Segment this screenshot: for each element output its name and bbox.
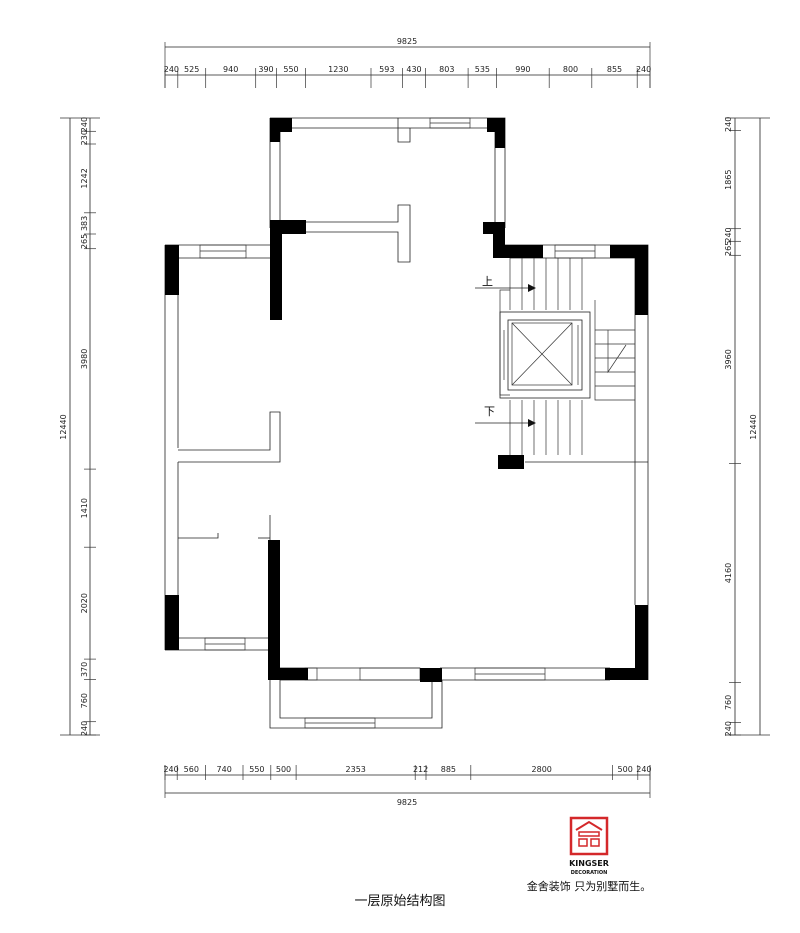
- right-dim-segment-label: 240: [724, 117, 733, 132]
- left-dim-segment-label: 2020: [80, 593, 89, 613]
- wall-outlines: [164, 117, 649, 729]
- bottom-dim-segment-label: 240: [163, 765, 178, 774]
- bottom-dim-segment-label: 550: [249, 765, 264, 774]
- top-total-label: 9825: [397, 37, 417, 46]
- right-dim-segment-label: 760: [724, 695, 733, 710]
- stair-up-label: 上: [482, 275, 493, 288]
- left-dim-segment-label: 265: [80, 234, 89, 249]
- top-dim-segment-label: 855: [607, 65, 622, 74]
- staircase: 上 下: [475, 258, 635, 455]
- bottom-dim-segment-label: 212: [413, 765, 428, 774]
- elevator-shaft: [499, 311, 591, 399]
- stair-down-label: 下: [484, 405, 495, 418]
- bottom-dim-segment-label: 2800: [532, 765, 552, 774]
- left-dim-segment-label: 240: [80, 721, 89, 736]
- top-dim-segment-label: 800: [563, 65, 578, 74]
- top-dim-segment-label: 593: [379, 65, 394, 74]
- right-dim-segment-label: 265: [724, 241, 733, 256]
- left-dim-segment-label: 230: [80, 130, 89, 145]
- top-dim-segment-label: 535: [475, 65, 490, 74]
- bottom-dim-segment-label: 560: [184, 765, 199, 774]
- logo-sub: DECORATION: [571, 870, 608, 876]
- right-total-label: 12440: [749, 414, 758, 439]
- right-dim-segment-label: 1865: [724, 170, 733, 190]
- logo-slogan: 金舍装饰 只为别墅而生。: [527, 879, 652, 893]
- right-dim-segment-label: 4160: [724, 563, 733, 583]
- right-dim-segment-label: 240: [724, 721, 733, 736]
- top-dim-segment-label: 390: [258, 65, 273, 74]
- left-dim-segment-label: 760: [80, 693, 89, 708]
- left-dim-segment-label: 1410: [80, 498, 89, 518]
- top-dim-segment-label: 803: [439, 65, 454, 74]
- left-dimension: 12440 2402301242383265398014102020370760…: [59, 117, 100, 736]
- bottom-dim-segment-label: 740: [217, 765, 232, 774]
- bottom-dim-segment-label: 240: [636, 765, 651, 774]
- structural-columns: [165, 118, 648, 682]
- top-dim-segment-label: 240: [164, 65, 179, 74]
- left-dim-segment-label: 3980: [80, 349, 89, 369]
- bottom-dim-segment-label: 500: [618, 765, 633, 774]
- bottom-dim-segment-label: 885: [441, 765, 456, 774]
- left-total-label: 12440: [59, 414, 68, 439]
- drawing-title: 一层原始结构图: [354, 894, 445, 909]
- top-dim-segment-label: 990: [515, 65, 530, 74]
- top-dim-segment-label: 550: [283, 65, 298, 74]
- bottom-dim-segment-label: 500: [276, 765, 291, 774]
- top-dimension: 9825 240 525 940 390 550 1230 593 430 803 535 990 8…: [164, 37, 651, 88]
- right-dim-segment-label: 3960: [724, 349, 733, 369]
- top-dim-segment-label: 240: [636, 65, 651, 74]
- top-dim-segment-label: 430: [406, 65, 421, 74]
- bottom-dim-segment-label: 2353: [346, 765, 366, 774]
- top-dim-segment-label: 940: [223, 65, 238, 74]
- top-dim-segment-label: 1230: [328, 65, 348, 74]
- top-dim-segment-label: 525: [184, 65, 199, 74]
- right-dim-segment-label: 240: [724, 227, 733, 242]
- left-dim-segment-label: 240: [80, 117, 89, 132]
- left-dim-segment-label: 1242: [80, 168, 89, 188]
- brand-logo: KINGSER DECORATION 金舍装饰 只为别墅而生。: [527, 816, 652, 893]
- bottom-total-label: 9825: [397, 798, 417, 807]
- left-dim-segment-label: 370: [80, 662, 89, 677]
- logo-brand: KINGSER: [569, 859, 609, 868]
- left-dim-segment-label: 383: [80, 216, 89, 231]
